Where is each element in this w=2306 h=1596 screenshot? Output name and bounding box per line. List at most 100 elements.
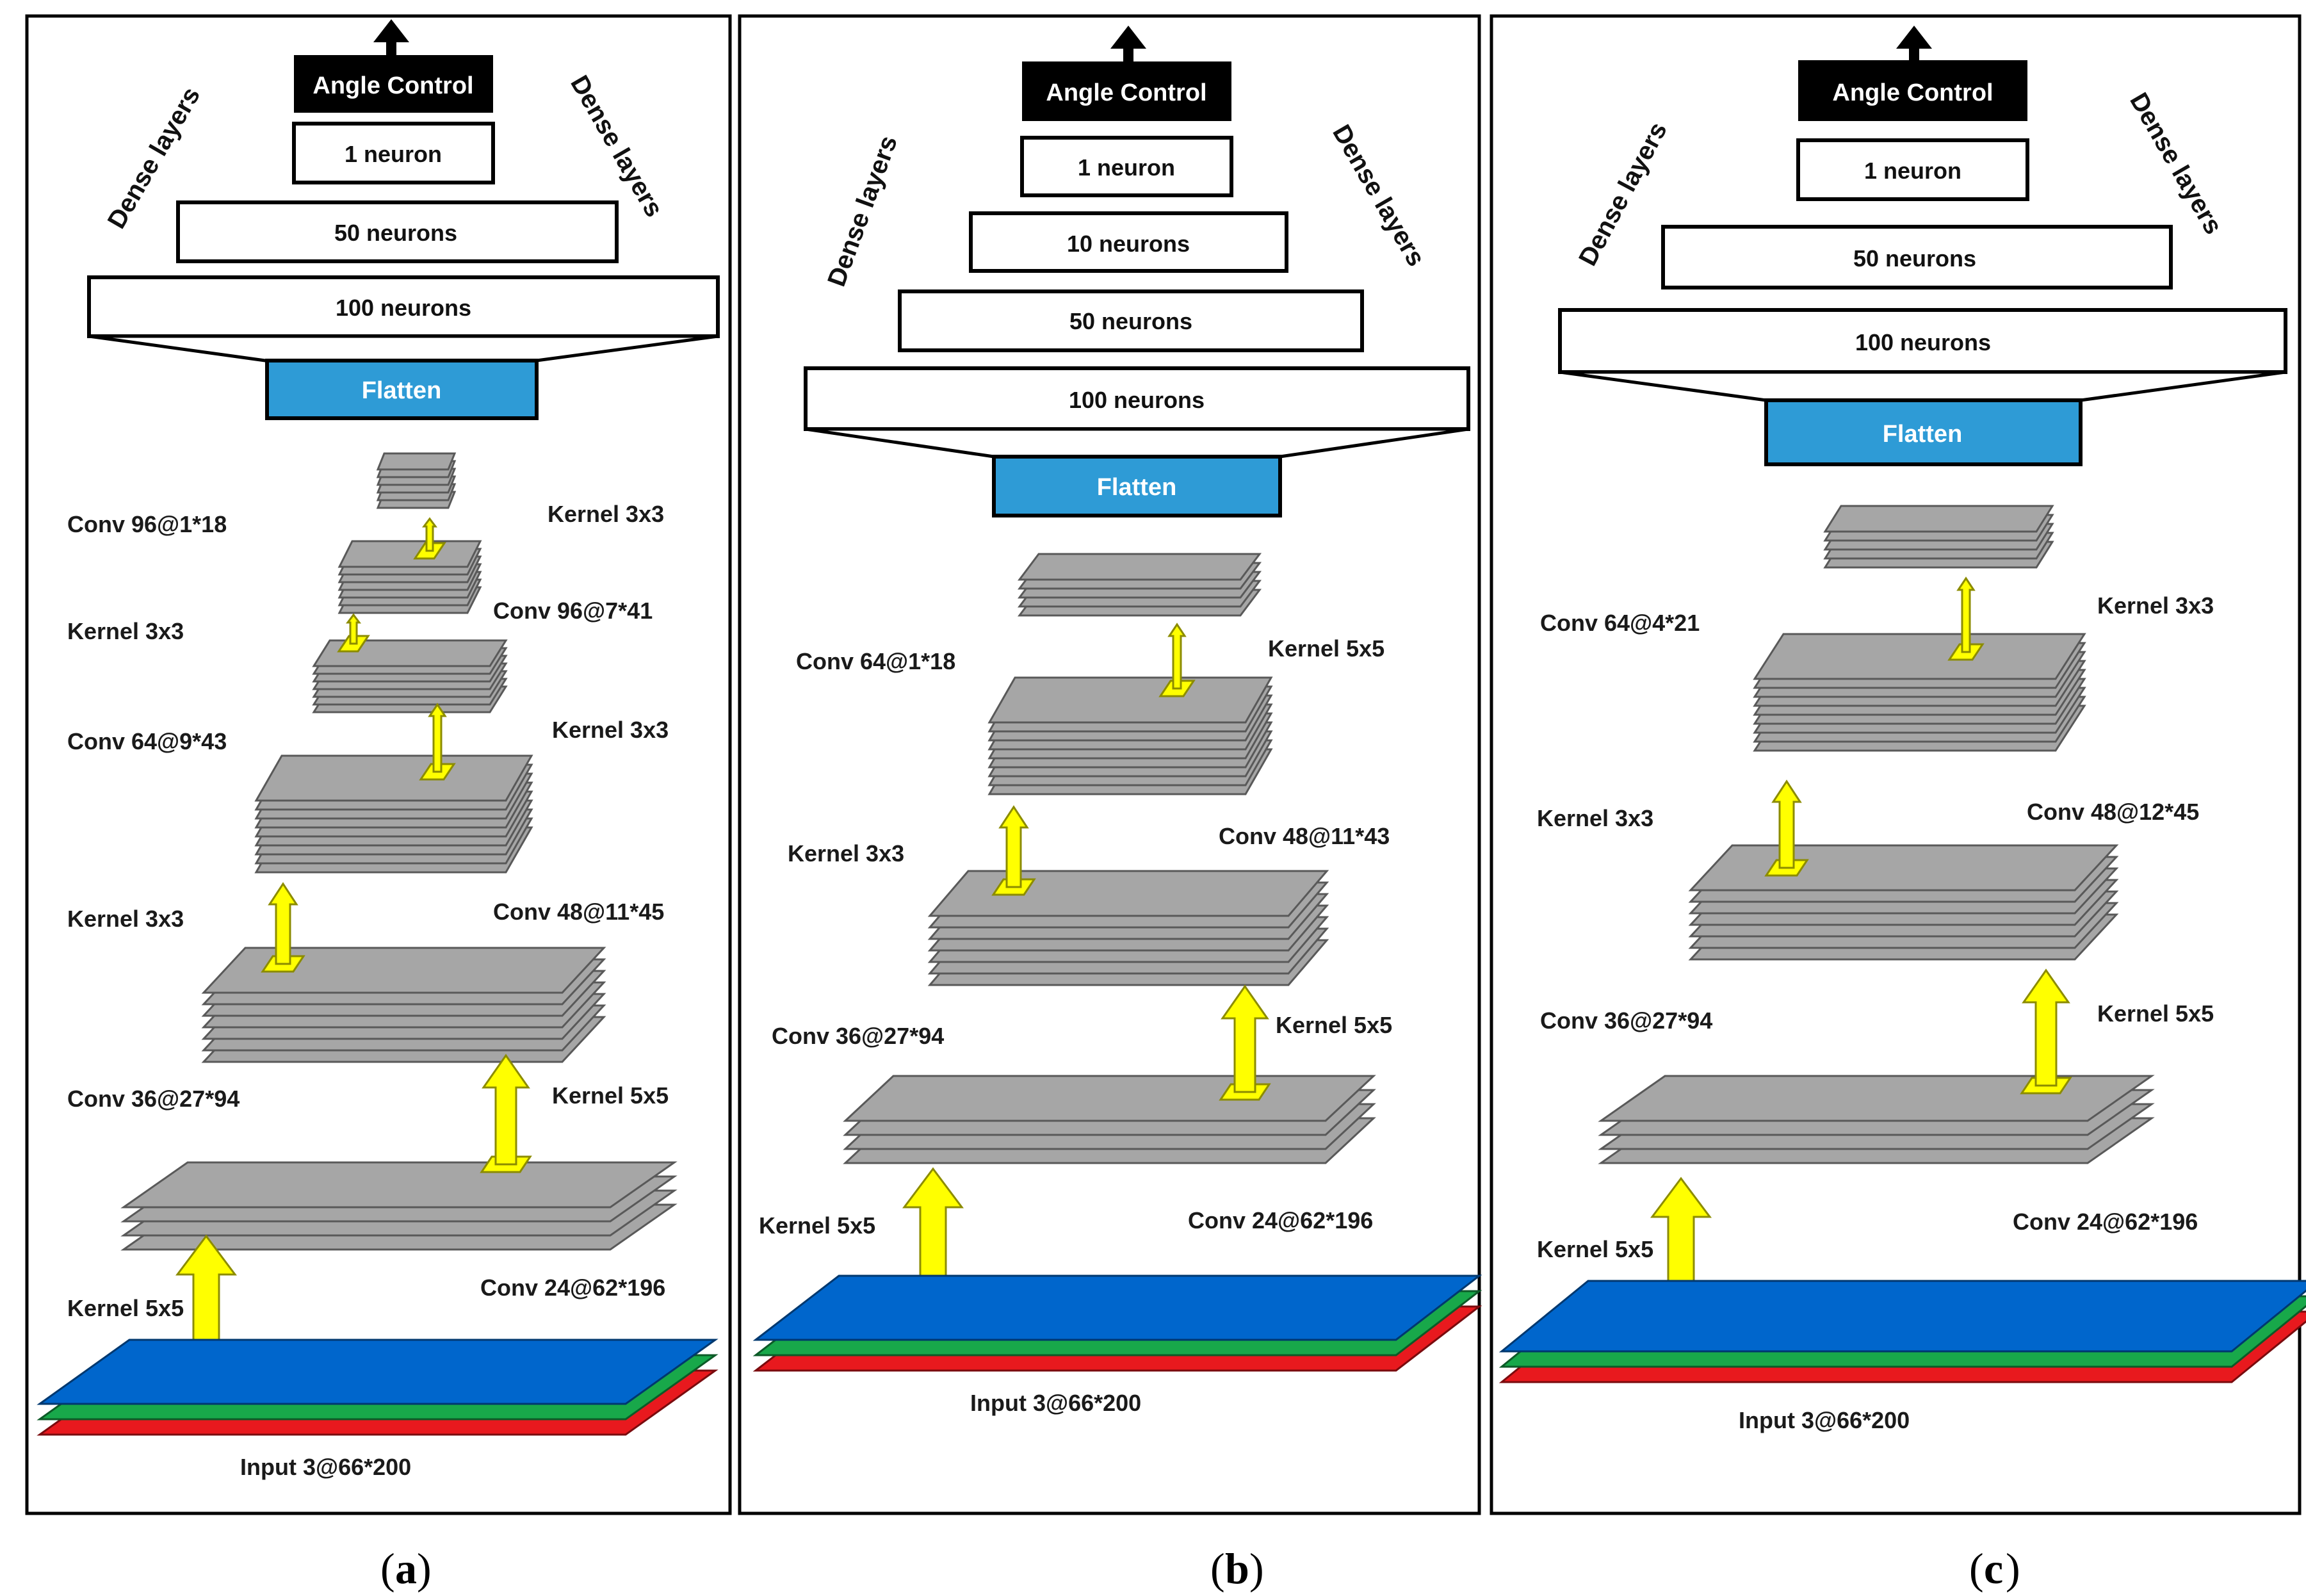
input-label: Input 3@66*200 xyxy=(970,1390,1141,1416)
feature-map-plane xyxy=(1753,633,2086,680)
neuron-label-1: 1 neuron xyxy=(1864,158,1961,184)
panel-a: Angle Control Dense layers Dense layers … xyxy=(25,14,732,1515)
caption-c: ( c ) xyxy=(1969,1544,2020,1593)
conv-96-stack xyxy=(337,540,482,614)
conv-36-stack xyxy=(201,947,606,1063)
feature-map-plane xyxy=(987,676,1273,724)
label-conv-48-11-45: Conv 48@11*45 xyxy=(493,899,664,925)
neuron-label-50: 50 neurons xyxy=(1069,308,1192,334)
kernel-arrow-24 xyxy=(2020,968,2072,1095)
neuron-box-100 xyxy=(1558,308,2287,374)
feature-map-plane xyxy=(1018,553,1262,581)
neuron-box-1 xyxy=(1020,136,1233,197)
kernel-arrow-24 xyxy=(480,1054,532,1173)
neuron-label-10: 10 neurons xyxy=(1067,231,1190,257)
flatten-label: Flatten xyxy=(1883,421,1963,448)
conv-64-stack xyxy=(312,639,508,713)
kernel-arrow-64 xyxy=(337,613,370,653)
neuron-label-1: 1 neuron xyxy=(1078,154,1175,181)
feature-map-plane xyxy=(120,1161,678,1209)
input-channel-blue xyxy=(752,1274,1482,1341)
caption-a: ( a ) xyxy=(380,1544,432,1593)
neuron-box-100 xyxy=(804,366,1470,431)
feature-map-plane xyxy=(1598,1075,2155,1122)
flatten-label: Flatten xyxy=(362,377,442,404)
svg-text:): ) xyxy=(1249,1544,1264,1593)
flatten-funnel xyxy=(88,334,719,362)
label-conv-96-7-41: Conv 96@7*41 xyxy=(493,598,653,624)
neuron-box-50 xyxy=(176,200,619,263)
neuron-label-100: 100 neurons xyxy=(1855,329,1991,355)
feature-map-plane xyxy=(843,1075,1376,1122)
kernel-arrow-48 xyxy=(1947,576,1985,661)
kernel-arrow-24 xyxy=(1219,984,1271,1101)
angle-control-label: Angle Control xyxy=(1832,79,1993,106)
svg-text:(: ( xyxy=(380,1544,395,1593)
svg-text:): ) xyxy=(2006,1544,2020,1593)
kernel-up-arrow xyxy=(428,703,447,773)
caption-letter: c xyxy=(1984,1544,2003,1593)
kernel-arrow-48 xyxy=(1158,623,1196,697)
label-conv-64-9-43: Conv 64@9*43 xyxy=(67,728,227,754)
neuron-box-1 xyxy=(1796,138,2029,201)
label-kernel-3x3-top: Kernel 3x3 xyxy=(2097,592,2214,619)
kernel-up-arrow xyxy=(422,517,437,552)
label-kernel-3x3-top: Kernel 3x3 xyxy=(548,501,664,527)
input-planes xyxy=(1498,1280,2306,1383)
flatten-box xyxy=(1764,398,2083,466)
angle-control-label: Angle Control xyxy=(1046,79,1206,106)
label-kernel-5x5-right: Kernel 5x5 xyxy=(1276,1012,1392,1038)
kernel-up-arrow xyxy=(1221,984,1269,1093)
caption-letter: a xyxy=(395,1544,417,1593)
neuron-box-1 xyxy=(292,122,495,184)
kernel-arrow-36 xyxy=(991,805,1036,896)
label-kernel-3x3-left: Kernel 3x3 xyxy=(788,840,904,867)
feature-map-plane xyxy=(254,754,533,802)
feature-map-plane xyxy=(1688,844,2119,892)
kernel-up-arrow xyxy=(482,1054,530,1166)
kernel-up-arrow xyxy=(346,613,361,645)
label-kernel-3x3-left-2: Kernel 3x3 xyxy=(67,906,184,932)
label-kernel-5x5-left: Kernel 5x5 xyxy=(67,1295,184,1321)
panel-c: Angle Control Dense layers Dense layers … xyxy=(1490,14,2306,1515)
conv-stacks xyxy=(1598,505,2155,1164)
label-kernel-5x5-left: Kernel 5x5 xyxy=(1537,1236,1653,1262)
panel-b-border xyxy=(738,14,1481,1515)
panel-a-border xyxy=(25,14,732,1515)
kernel-arrow-36 xyxy=(261,882,305,973)
feature-map-plane xyxy=(337,540,482,568)
input-channel-blue xyxy=(37,1339,719,1405)
input-planes xyxy=(37,1339,719,1436)
conv-96-top-stack xyxy=(376,452,457,509)
angle-control-box xyxy=(1022,61,1231,121)
conv-48-stack xyxy=(1753,633,2086,752)
kernel-arrows xyxy=(174,517,532,1376)
feature-map-plane xyxy=(201,947,606,994)
dense-layers-right-label: Dense layers xyxy=(2124,88,2228,240)
neuron-label-50: 50 neurons xyxy=(1853,245,1976,272)
kernel-arrow-96 xyxy=(413,517,446,560)
dense-layers-left-label: Dense layers xyxy=(822,132,903,290)
neuron-label-100: 100 neurons xyxy=(336,295,471,321)
label-conv-36-27-94: Conv 36@27*94 xyxy=(67,1086,240,1112)
kernel-up-arrow xyxy=(1771,779,1802,869)
conv-24-stack xyxy=(1598,1075,2155,1164)
label-conv-36-27-94: Conv 36@27*94 xyxy=(1540,1007,1712,1034)
conv-stacks xyxy=(843,553,1376,1164)
label-conv-24-62-196: Conv 24@62*196 xyxy=(1188,1207,1373,1234)
input-label: Input 3@66*200 xyxy=(240,1454,411,1480)
neuron-label-100: 100 neurons xyxy=(1069,387,1205,413)
label-conv-24-62-196: Conv 24@62*196 xyxy=(480,1274,665,1301)
dense-layers-left-label: Dense layers xyxy=(1573,118,1673,271)
caption-letter: b xyxy=(1225,1544,1249,1593)
conv-64-stack xyxy=(1823,505,2054,569)
label-kernel-3x3-left-1: Kernel 3x3 xyxy=(67,618,184,644)
flatten-funnel xyxy=(805,427,1469,459)
panel-b: Angle Control Dense layers Dense layers … xyxy=(738,14,1482,1515)
svg-text:(: ( xyxy=(1969,1544,1984,1593)
input-label: Input 3@66*200 xyxy=(1739,1407,1910,1433)
feature-map-plane xyxy=(376,452,457,471)
label-conv-64-1-18: Conv 64@1*18 xyxy=(796,648,955,674)
label-conv-96-1-18: Conv 96@1*18 xyxy=(67,511,227,537)
